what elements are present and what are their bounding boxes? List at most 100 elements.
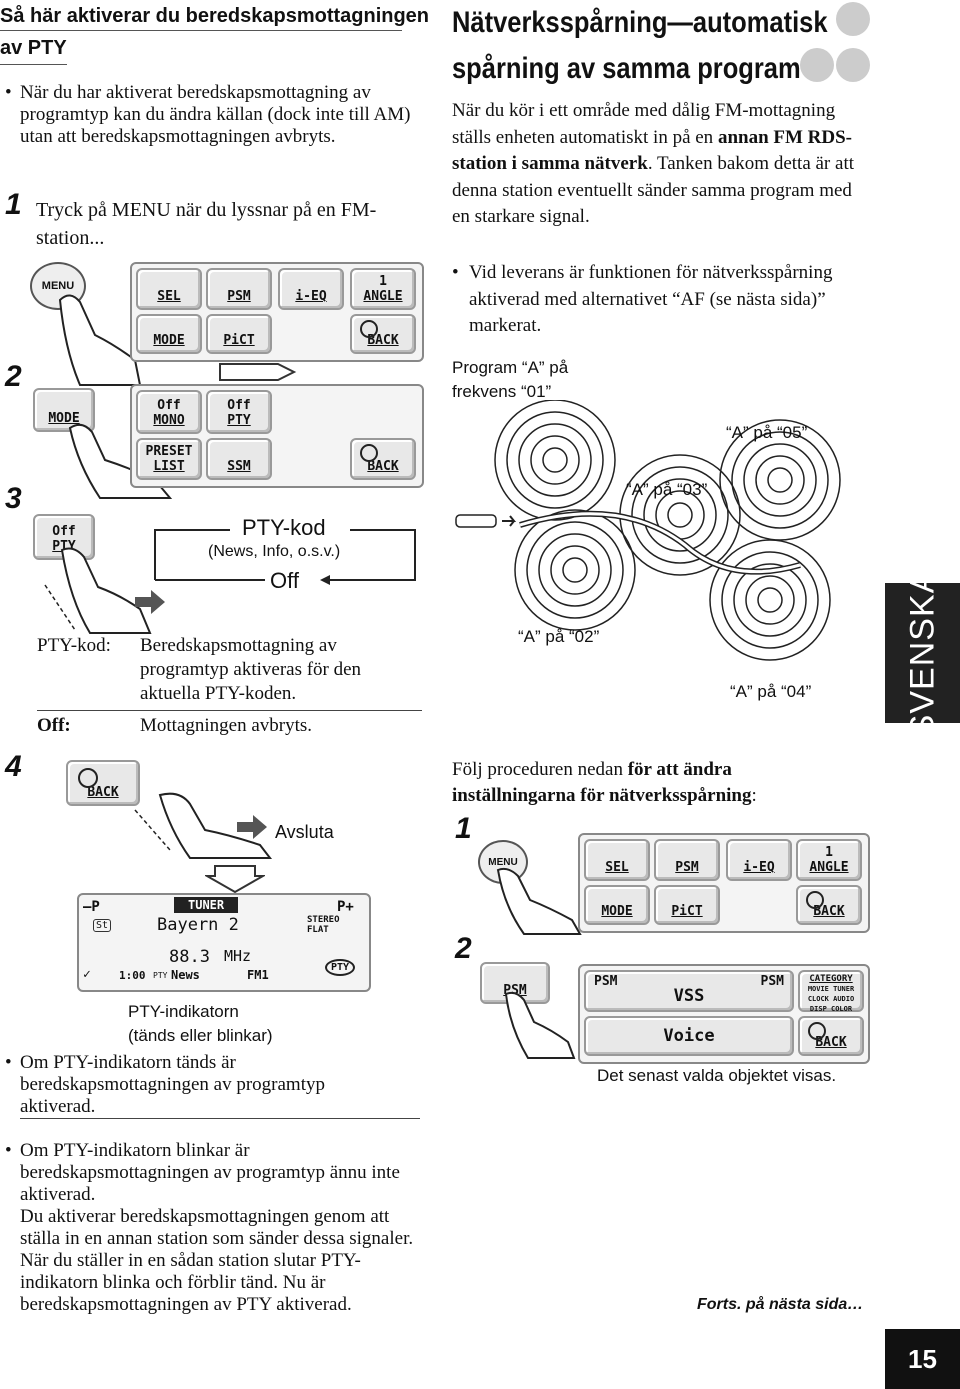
label-a04: “A” på “04”	[730, 682, 812, 701]
back-icon	[808, 1022, 826, 1040]
def-off-term: Off:	[37, 715, 71, 736]
intro-bullet-text: När du har aktiverat beredskapsmottagnin…	[20, 82, 411, 147]
right-sel-button[interactable]: SEL	[584, 839, 650, 881]
pty-kod-examples: (News, Info, o.s.v.)	[208, 543, 341, 560]
indicator-caption: PTY-indikatorn(tänds eller blinkar)	[128, 1002, 273, 1045]
def-pty-desc: Beredskapsmottagning av programtyp aktiv…	[140, 635, 362, 704]
right-menu-screen-2: PSM VSS PSM CATEGORY MOVIE TUNER CLOCK A…	[578, 964, 870, 1064]
arrow-right-icon	[135, 590, 165, 614]
fm-band: FM1	[247, 968, 269, 982]
down-arrow-icon	[219, 363, 297, 381]
pty-small: PTY	[153, 971, 168, 980]
vss-row[interactable]: PSM VSS PSM	[584, 970, 794, 1012]
back-icon	[806, 891, 824, 909]
language-tab-label: SVENSKA	[903, 569, 941, 737]
frequency: 88.3	[169, 947, 210, 967]
back-icon	[360, 320, 378, 338]
menu-button[interactable]: MENU	[30, 262, 86, 310]
right-bullet-text: Vid leverans är funktionen för nätverkss…	[469, 262, 833, 336]
label-a05: “A” på “05”	[726, 423, 808, 442]
voice-row[interactable]: Voice	[584, 1016, 794, 1056]
back-button-step4[interactable]: BACK	[66, 760, 140, 806]
step1-text: Tryck på MENU när du lyssnar på en FM-st…	[36, 199, 377, 249]
sel-button[interactable]: SEL	[136, 268, 202, 310]
pict-button[interactable]: PiCT	[206, 314, 272, 354]
car-icon	[455, 514, 497, 528]
mode-button[interactable]: MODE	[33, 388, 95, 432]
ieq-button[interactable]: i-EQ	[278, 268, 344, 310]
hand-press-icon-4	[134, 792, 273, 859]
step3-number: 3	[5, 482, 22, 515]
hand-press-icon-6	[504, 991, 576, 1059]
plus-p-button[interactable]: P+	[337, 899, 354, 915]
last-selected-caption: Det senast valda objektet visas.	[597, 1066, 837, 1085]
right-ieq-button[interactable]: i-EQ	[726, 839, 792, 881]
news-label: News	[171, 968, 200, 982]
back-button-2[interactable]: BACK	[350, 438, 416, 480]
bullet-blink-text: Om PTY-indikatorn blinkar är beredskapsm…	[20, 1140, 400, 1205]
right-bullet: • Vid leverans är funktionen för nätverk…	[452, 260, 872, 340]
right-back-button[interactable]: BACK	[796, 885, 862, 925]
right-heading-line2: spårning av samma program	[452, 52, 801, 85]
intro-bullet: • När du har aktiverat beredskapsmottagn…	[5, 82, 425, 148]
right-pict-button[interactable]: PiCT	[654, 885, 720, 925]
blink-para2: När du ställer in en sådan station sluta…	[20, 1250, 361, 1315]
label-a02: “A” på “02”	[518, 627, 600, 646]
hand-press-icon-3	[44, 547, 152, 634]
right-psm-button[interactable]: PSM	[654, 839, 720, 881]
decor-circle	[800, 48, 834, 82]
right-back-button-2[interactable]: BACK	[798, 1016, 864, 1056]
st-indicator: St	[93, 919, 112, 932]
step2-number: 2	[5, 360, 22, 393]
down-chevron-icon[interactable]: ✓	[83, 967, 91, 982]
mode-button-screen[interactable]: MODE	[136, 314, 202, 354]
back-icon	[78, 768, 98, 788]
bullet-lit-text: Om PTY-indikatorn tänds är beredskapsmot…	[20, 1052, 325, 1117]
bullet-blink: • Om PTY-indikatorn blinkar är beredskap…	[5, 1140, 430, 1316]
right-paragraph: När du kör i ett område med dålig FM-mot…	[452, 100, 855, 227]
right-step2-number: 2	[455, 932, 472, 965]
right-heading-line1: Nätverksspårning—automatisk	[452, 6, 828, 39]
continued-note: Forts. på nästa sida…	[697, 1296, 864, 1313]
off-pty-top: Off	[52, 524, 76, 539]
back-button[interactable]: BACK	[350, 314, 416, 354]
def-divider	[37, 710, 422, 711]
step4-number: 4	[5, 750, 22, 783]
bullet-lit: • Om PTY-indikatorn tänds är beredskapsm…	[5, 1052, 405, 1118]
cycle-arrows	[154, 529, 416, 585]
right-heading: Nätverksspårning—automatisk spårning av …	[452, 0, 828, 92]
right-step1-number: 1	[455, 812, 472, 845]
bullet-divider	[20, 1118, 420, 1119]
follow-text: Följ proceduren nedan för att ändra inst…	[452, 759, 757, 806]
def-pty-term: PTY-kod:	[37, 635, 111, 656]
clock: 1:00	[119, 969, 146, 982]
minus-p-button[interactable]: –P	[83, 899, 100, 915]
left-heading-line2: av PTY	[0, 32, 67, 65]
blink-para1: Du aktiverar beredskapsmottagningen geno…	[20, 1206, 414, 1249]
decor-circle	[836, 48, 870, 82]
ssm-button[interactable]: SSM	[206, 438, 272, 480]
mhz-unit: MHz	[224, 947, 252, 965]
back-icon	[360, 444, 378, 462]
network-diagram	[455, 400, 841, 661]
hand-press-icon-5	[496, 867, 582, 935]
label-a03: “A” på “03”	[626, 480, 708, 499]
arrow-right-icon-2	[237, 815, 267, 839]
avsluta-label: Avsluta	[275, 822, 334, 842]
right-mode-button[interactable]: MODE	[584, 885, 650, 925]
decor-circle	[836, 2, 870, 36]
psm-button[interactable]: PSM	[206, 268, 272, 310]
category-button[interactable]: CATEGORY MOVIE TUNER CLOCK AUDIO DISP CO…	[798, 970, 864, 1013]
pty-kod-label: PTY-kod	[242, 515, 326, 540]
def-off-desc: Mottagningen avbryts.	[140, 715, 313, 736]
